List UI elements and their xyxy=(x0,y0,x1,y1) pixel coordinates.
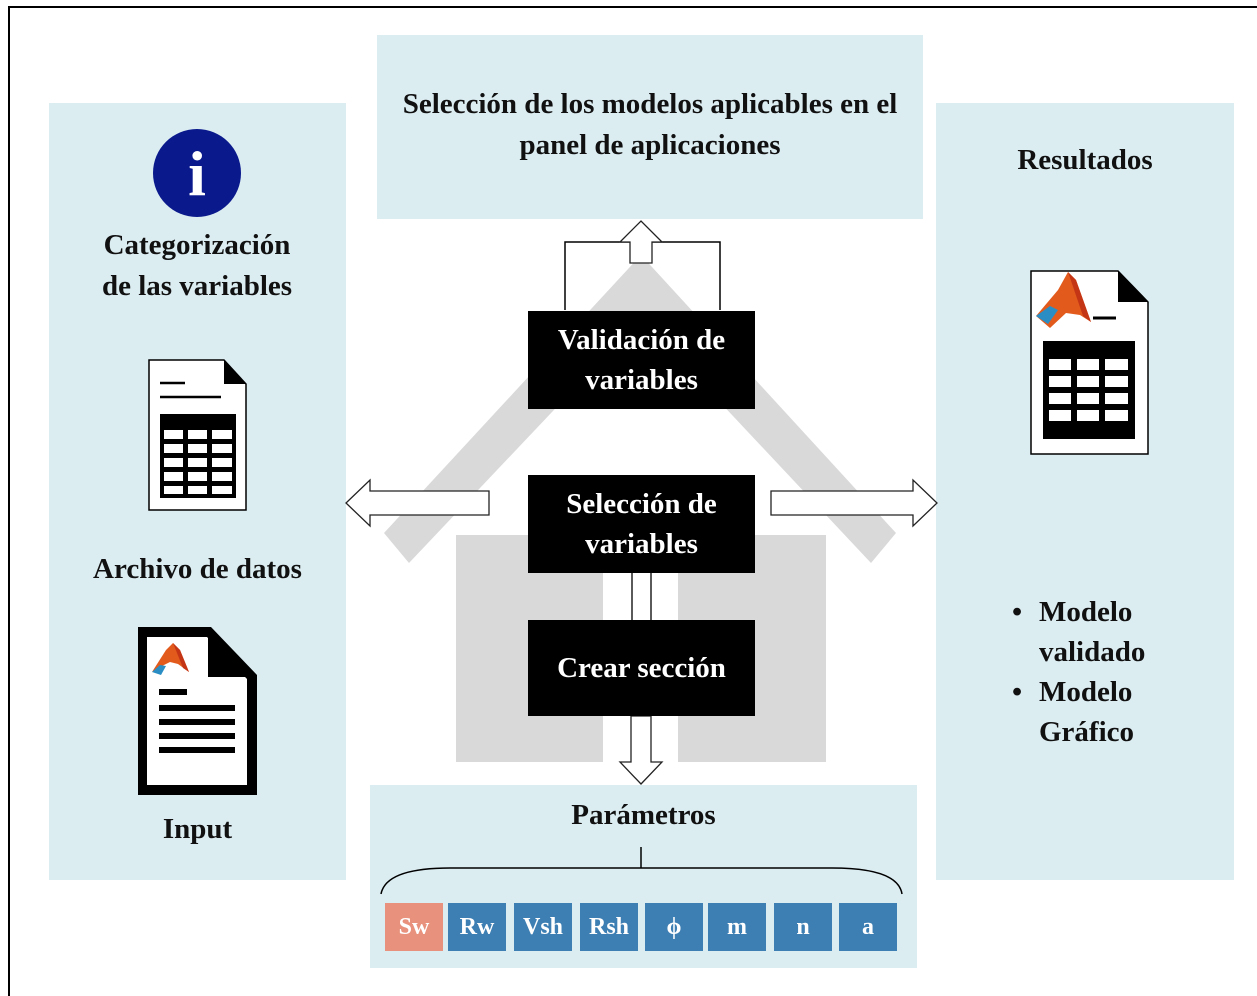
results-title: Resultados xyxy=(1017,144,1153,176)
validation-box: Validación de variables xyxy=(528,311,755,409)
result-item-validated: Modelo validado xyxy=(1012,592,1189,672)
categorization-label: Categorización de las variables xyxy=(101,229,293,302)
data-file-label: Archivo de datos xyxy=(93,553,302,585)
param-rw: Rw xyxy=(448,903,506,951)
param-m: m xyxy=(708,903,766,951)
parameters-title: Parámetros xyxy=(571,799,716,831)
results-list: Modelo validado Modelo Gráfico xyxy=(1012,592,1189,752)
left-arrow-icon xyxy=(345,478,490,528)
top-panel xyxy=(377,35,923,219)
info-glyph: i xyxy=(188,138,206,209)
selection-box: Selección de variables xyxy=(528,475,755,573)
param-rsh: Rsh xyxy=(580,903,638,951)
matlab-spreadsheet-icon xyxy=(1030,270,1149,455)
spreadsheet-icon xyxy=(148,359,247,511)
diagram-frame xyxy=(8,6,1257,996)
down-arrow-icon xyxy=(618,715,664,785)
top-panel-title: Selección de los modelos aplicables en e… xyxy=(402,88,898,161)
matlab-document-icon xyxy=(138,627,257,795)
param-a: a xyxy=(839,903,897,951)
param-sw: Sw xyxy=(385,903,443,951)
param-vsh: Vsh xyxy=(514,903,572,951)
param-phi: ϕ xyxy=(645,903,703,951)
input-label: Input xyxy=(162,813,233,845)
right-arrow-icon xyxy=(770,478,938,528)
up-arrow-icon xyxy=(618,220,664,264)
info-icon: i xyxy=(153,129,241,217)
create-section-box: Crear sección xyxy=(528,620,755,716)
params-brace xyxy=(380,867,903,895)
param-n: n xyxy=(774,903,832,951)
result-item-graphic: Modelo Gráfico xyxy=(1012,672,1189,752)
